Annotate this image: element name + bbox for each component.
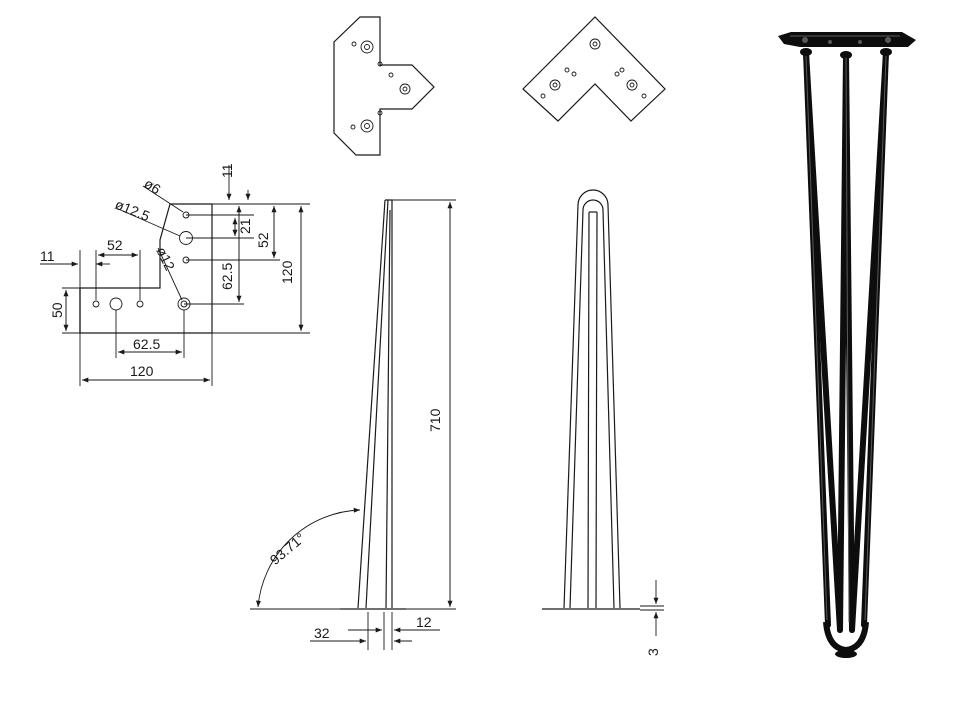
label-hole-small: ø6	[141, 175, 164, 197]
dim-11-left: 11	[40, 248, 55, 264]
dim-width-12: 12	[416, 614, 432, 630]
dim-120-bottom: 120	[130, 363, 154, 379]
dim-50: 50	[49, 302, 65, 318]
dim-top-offset: 11	[219, 163, 235, 178]
dim-52-top: 52	[107, 237, 123, 253]
dim-width-32: 32	[314, 625, 330, 641]
label-hole-large: ø12.5	[113, 196, 152, 224]
hairpin-leg-product-image	[778, 32, 916, 658]
dim-base-thickness: 3	[645, 648, 661, 656]
label-hole-mid: ø12	[153, 244, 178, 273]
bracket-view-b	[522, 16, 666, 122]
dim-height: 710	[427, 408, 443, 432]
dim-120-right: 120	[279, 260, 295, 284]
plate-dimension-drawing: ø6 ø12.5 ø12 11 21 52 62.5 120 1	[40, 163, 310, 386]
front-view-drawing: 3	[542, 189, 664, 656]
dim-21: 21	[237, 218, 253, 234]
dim-angle: 93.71°	[267, 530, 308, 568]
dim-62-5-right: 62.5	[219, 263, 235, 290]
dim-62-5-bottom: 62.5	[133, 336, 160, 352]
dim-52-right: 52	[255, 232, 271, 248]
bracket-view-a	[333, 16, 435, 156]
